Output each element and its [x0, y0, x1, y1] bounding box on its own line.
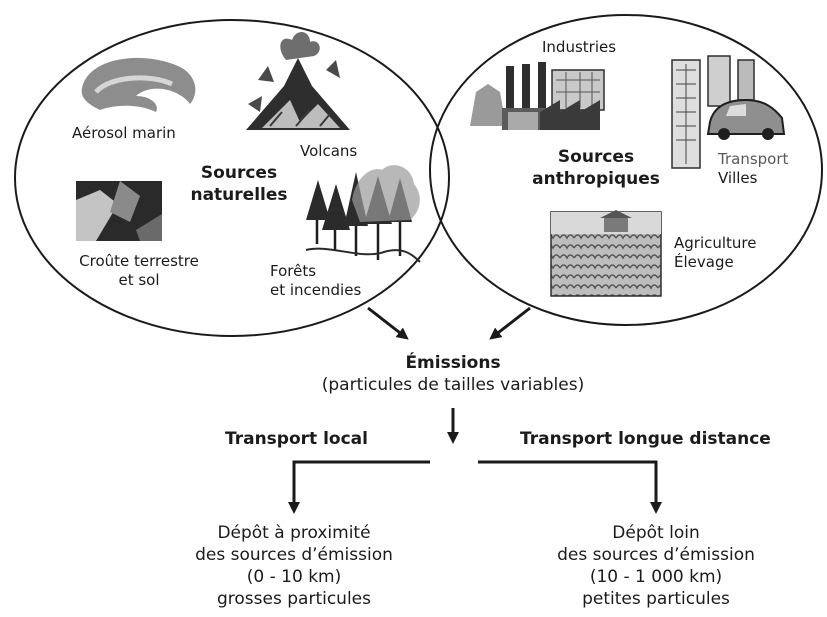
industry-image [470, 62, 605, 130]
forest-image [305, 165, 421, 263]
sea-spray-label: Aérosol marin [72, 124, 176, 142]
natural-to-emissions-arrow [367, 306, 409, 340]
local-deposition-line4: grosses particules [217, 589, 371, 609]
agriculture-label-line1: Agriculture [674, 234, 757, 252]
city-traffic-image [671, 55, 786, 169]
local-deposition-line1: Dépôt à proximité [217, 523, 371, 543]
local-deposition-line3: (0 - 10 km) [246, 567, 342, 587]
agriculture-image [550, 210, 662, 297]
livestock-label: Élevage [674, 253, 734, 271]
soil-image [76, 181, 162, 241]
forests-label-line1: Forêts [270, 262, 317, 280]
transport-cities-label: Transport Villes [718, 150, 788, 188]
cities-label: Villes [718, 169, 758, 187]
emissions-subtitle: (particules de tailles variables) [321, 375, 585, 395]
crust-label-line1: Croûte terrestre [79, 252, 199, 270]
long-deposition-line2: des sources d’émission [557, 545, 755, 565]
local-deposition-text: Dépôt à proximité des sources d’émission… [174, 522, 414, 610]
anthropic-sources-title: Sources anthropiques [526, 146, 666, 190]
volcanoes-label: Volcans [300, 142, 358, 160]
local-deposition-line2: des sources d’émission [195, 545, 393, 565]
natural-sources-title: Sources naturelles [184, 162, 294, 206]
sea-spray-image [81, 57, 196, 112]
natural-title-line1: Sources [200, 163, 278, 183]
forests-label-line2: et incendies [270, 281, 362, 299]
crust-label: Croûte terrestre et sol [64, 252, 214, 290]
emissions-block: Émissions (particules de tailles variabl… [280, 352, 626, 396]
long-distance-transport-arrow [478, 460, 662, 514]
natural-sources-ellipse [14, 19, 450, 337]
long-deposition-line4: petites particules [582, 589, 730, 609]
local-transport-arrow [288, 460, 430, 514]
anthropic-to-emissions-arrow [489, 306, 531, 340]
transport-label: Transport [718, 150, 789, 168]
long-deposition-line3: (10 - 1 000 km) [589, 567, 723, 587]
long-deposition-line1: Dépôt loin [612, 523, 700, 543]
industries-label: Industries [542, 38, 617, 56]
emissions-title: Émissions [405, 353, 501, 373]
anthropic-title-line2: anthropiques [532, 169, 660, 189]
natural-title-line2: naturelles [190, 185, 288, 205]
anthropic-title-line1: Sources [557, 147, 635, 167]
forests-label: Forêts et incendies [270, 262, 361, 300]
crust-label-line2: et sol [118, 271, 160, 289]
volcano-image [246, 31, 350, 130]
local-transport-heading: Transport local [225, 429, 368, 449]
long-transport-heading: Transport longue distance [520, 429, 771, 449]
anthropic-sources-ellipse [429, 14, 823, 326]
agriculture-label: Agriculture Élevage [674, 234, 757, 272]
long-deposition-text: Dépôt loin des sources d’émission (10 - … [532, 522, 780, 610]
